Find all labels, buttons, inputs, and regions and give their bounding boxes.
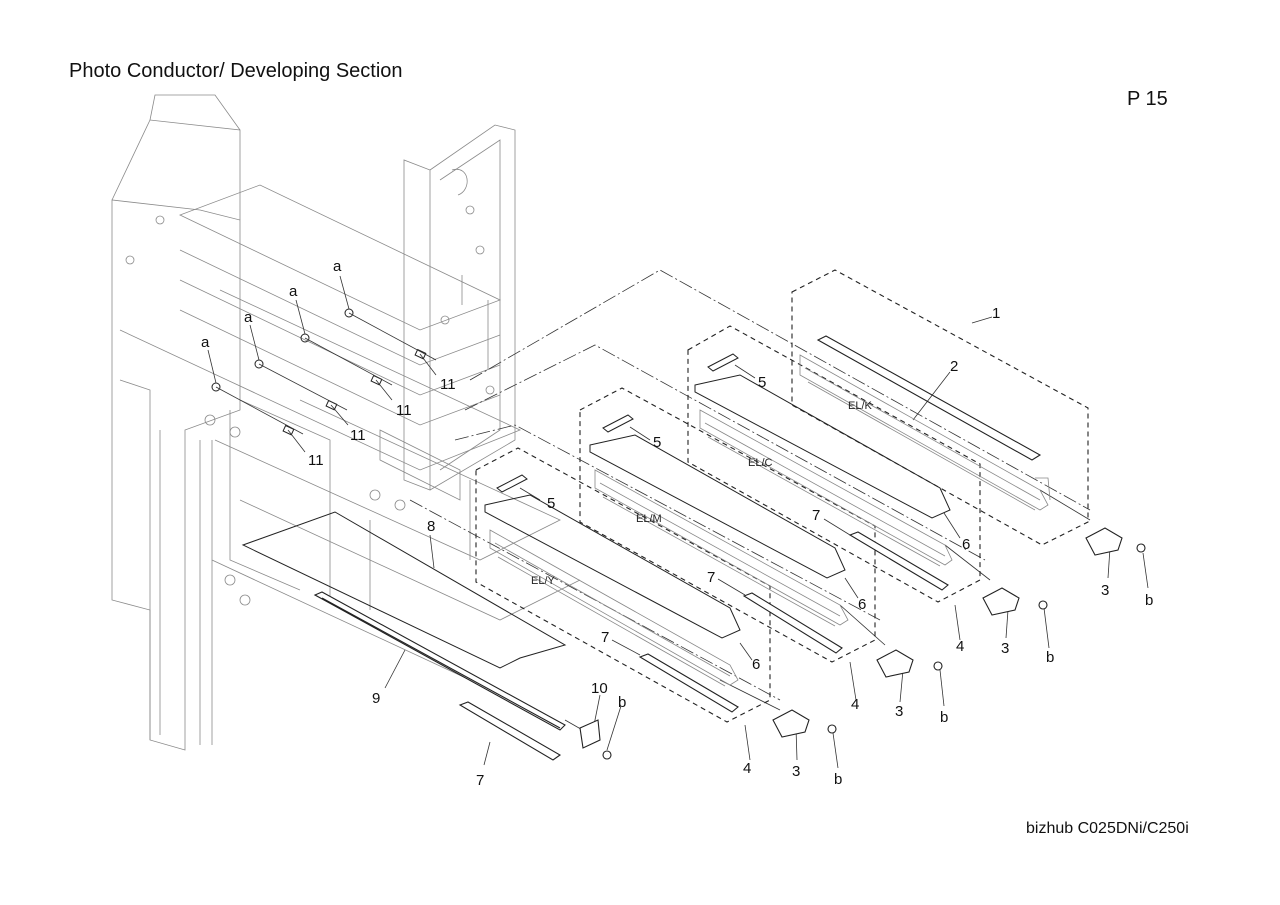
callout-b-k: b bbox=[1145, 592, 1153, 609]
part-9-rail bbox=[313, 591, 566, 731]
callout-b-y: b bbox=[834, 771, 842, 788]
callout-8: 8 bbox=[427, 518, 435, 535]
callout-a-2: a bbox=[289, 283, 298, 300]
callout-b-front: b bbox=[618, 694, 626, 711]
unit-label-y: EL/Y bbox=[531, 575, 556, 587]
callout-3-y: 3 bbox=[792, 763, 800, 780]
page-number: P 15 bbox=[1127, 88, 1168, 110]
unit-label-m: EL/M bbox=[636, 513, 662, 525]
callout-7-y: 7 bbox=[601, 629, 609, 646]
callout-6-c: 6 bbox=[962, 536, 970, 553]
callout-3-c: 3 bbox=[1001, 640, 1009, 657]
callout-5-y: 5 bbox=[547, 495, 555, 512]
callout-3-k: 3 bbox=[1101, 582, 1109, 599]
callout-11-3: 11 bbox=[350, 427, 366, 444]
dev-unit-c bbox=[699, 409, 953, 567]
callout-6-y: 6 bbox=[752, 656, 760, 673]
callout-a-1: a bbox=[333, 258, 342, 275]
callout-labels: 1 2 5 5 5 6 6 6 7 7 7 7 3 3 3 3 4 4 4 b … bbox=[201, 258, 1153, 789]
callout-11-2: 11 bbox=[396, 402, 412, 419]
dev-unit-k bbox=[799, 354, 1051, 511]
leader-lines bbox=[207, 269, 1149, 769]
unit-code-labels: EL/K EL/C EL/M EL/Y bbox=[531, 400, 873, 587]
callout-6-m: 6 bbox=[858, 596, 866, 613]
unit-label-k: EL/K bbox=[848, 400, 873, 412]
callout-4-m: 4 bbox=[851, 696, 859, 713]
callout-3-m: 3 bbox=[895, 703, 903, 720]
part-8-sheet bbox=[241, 511, 567, 669]
callout-2: 2 bbox=[950, 358, 958, 375]
callout-a-3: a bbox=[244, 309, 253, 326]
screws-b bbox=[602, 543, 1146, 760]
callout-7-c: 7 bbox=[812, 507, 820, 524]
callout-11-1: 11 bbox=[440, 376, 456, 393]
callout-a-4: a bbox=[201, 334, 210, 351]
callout-5-c: 5 bbox=[758, 374, 766, 391]
parts-6-sheets bbox=[484, 374, 951, 639]
callout-b-m: b bbox=[940, 709, 948, 726]
part-10-plate bbox=[579, 719, 601, 749]
parts-7-rails bbox=[458, 531, 949, 761]
callout-4-y: 4 bbox=[743, 760, 751, 777]
callout-10: 10 bbox=[591, 680, 608, 697]
dev-unit-m bbox=[594, 469, 849, 627]
callout-9: 9 bbox=[372, 690, 380, 707]
group-boxes bbox=[475, 269, 1089, 723]
callout-11-4: 11 bbox=[308, 452, 324, 469]
callout-5-m: 5 bbox=[653, 434, 661, 451]
callout-1: 1 bbox=[992, 305, 1000, 322]
callout-b-c: b bbox=[1046, 649, 1054, 666]
frame-holes bbox=[125, 205, 495, 606]
part-2-strip bbox=[816, 335, 1042, 461]
callout-4-c: 4 bbox=[956, 638, 964, 655]
callout-7-m: 7 bbox=[707, 569, 715, 586]
page-title: Photo Conductor/ Developing Section bbox=[69, 60, 403, 82]
parts-3-bearings bbox=[772, 527, 1123, 738]
screws-a bbox=[211, 308, 354, 392]
parts-5 bbox=[496, 353, 739, 493]
unit-label-c: EL/C bbox=[748, 457, 773, 469]
callout-7-front: 7 bbox=[476, 772, 484, 789]
dev-unit-y bbox=[489, 529, 739, 687]
model-name: bizhub C025DNi/C250i bbox=[1026, 820, 1189, 837]
machine-frame bbox=[111, 94, 581, 751]
